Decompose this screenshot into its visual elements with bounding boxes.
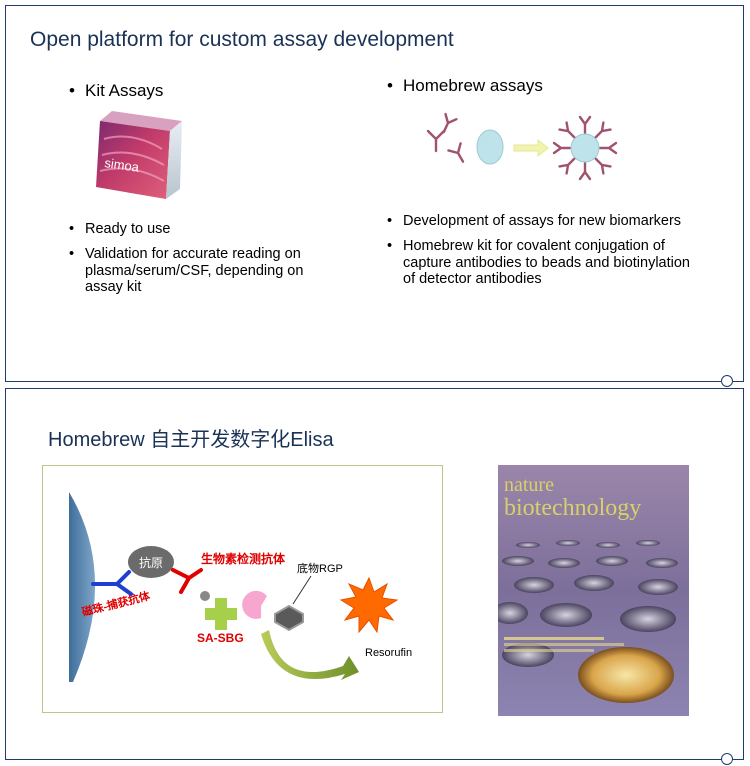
- simoa-kit-box-image: simoa: [96, 111, 182, 199]
- homebrew-conjugation-diagram: [426, 112, 618, 181]
- antigen-label: 抗原: [139, 555, 163, 570]
- detector-antibody-label: 生物素检测抗体: [201, 551, 286, 566]
- simoa-logo-text: simoa: [104, 155, 141, 175]
- detector-antibody-shape: [171, 568, 203, 594]
- slide-1[interactable]: Open platform for custom assay developme…: [5, 5, 744, 387]
- digital-elisa-schematic: 抗原 生物素检测抗体 磁珠-捕获抗体 SA-SBG 底物RGP Resoru: [42, 465, 443, 713]
- right-bullet-2: • Homebrew kit for covalent conjugation …: [387, 238, 690, 287]
- biotin-shape: [200, 591, 210, 601]
- slide-1-corner-handle-icon[interactable]: [721, 375, 733, 387]
- free-antibody-1: [426, 129, 446, 153]
- substrate-label: 底物RGP: [297, 561, 343, 575]
- left-bullet-2: • Validation for accurate reading on pla…: [69, 246, 304, 295]
- slide-2-corner-handle-icon[interactable]: [721, 753, 733, 765]
- sbg-enzyme-shape: [242, 590, 267, 619]
- sa-sbg-label: SA-SBG: [197, 631, 244, 645]
- cover-title-nature: nature: [504, 474, 554, 496]
- magnetic-bead-surface: [69, 492, 96, 682]
- product-label: Resorufin: [365, 647, 412, 659]
- capture-antibody-shape: [91, 570, 133, 596]
- free-antibody-3: [447, 142, 465, 163]
- conjugation-arrow: [513, 138, 549, 158]
- substrate-hexagon-shape: [274, 604, 304, 632]
- cover-title-biotechnology: biotechnology: [504, 495, 641, 521]
- homebrew-assays-heading: • Homebrew assays: [387, 76, 543, 95]
- left-bullet-1: • Ready to use: [69, 221, 171, 237]
- slide-1-title: Open platform for custom assay developme…: [30, 28, 454, 51]
- slide-2[interactable]: Homebrew 自主开发数字化Elisa: [5, 388, 744, 765]
- right-bullet-1: • Development of assays for new biomarke…: [387, 213, 682, 229]
- free-antibody-2: [442, 112, 458, 134]
- reaction-arrow-icon: [261, 630, 359, 680]
- antigen-shape: [128, 546, 174, 578]
- nature-biotechnology-cover-image: nature biotechnology: [498, 465, 689, 716]
- slide-2-title: Homebrew 自主开发数字化Elisa: [48, 429, 334, 451]
- substrate-leader-line: [292, 575, 312, 605]
- plain-bead: [476, 129, 504, 165]
- digital-elisa-diagram: 抗原 生物素检测抗体 磁珠-捕获抗体 SA-SBG 底物RGP Resoru: [69, 492, 412, 682]
- resorufin-burst-icon: [339, 576, 399, 634]
- kit-assays-heading: • Kit Assays: [69, 81, 164, 100]
- conjugated-bead: [552, 115, 618, 181]
- streptavidin-cross-shape: [205, 598, 237, 630]
